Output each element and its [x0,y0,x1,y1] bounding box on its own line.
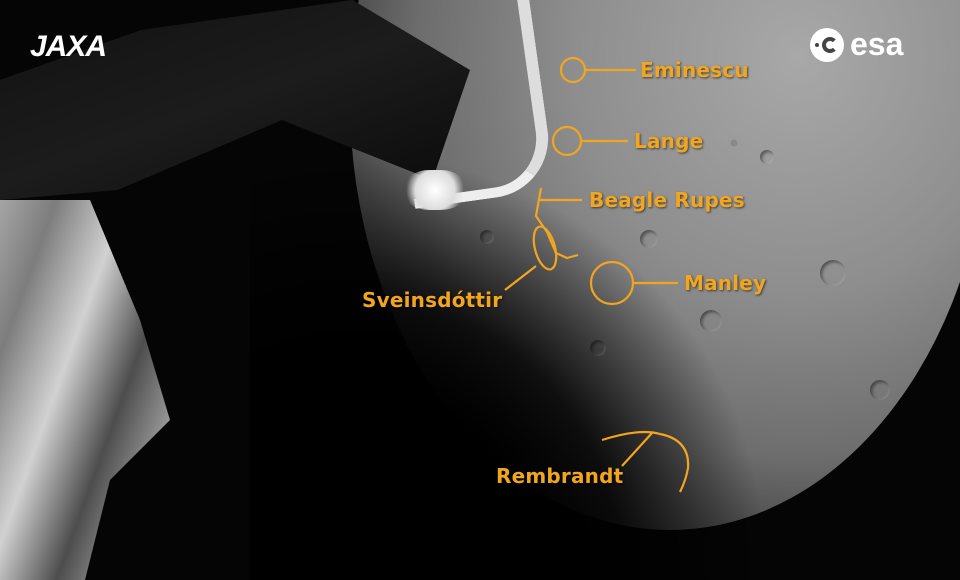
label-beagle-rupes: Beagle Rupes [589,188,745,212]
eminescu-marker [559,56,587,84]
beagle-rupes-trace [534,187,579,260]
label-sveinsdottir: Sveinsdóttir [362,288,503,312]
label-eminescu: Eminescu [640,58,749,82]
label-rembrandt: Rembrandt [496,464,624,488]
esa-wordmark: esa [850,26,904,62]
manley-marker [589,260,635,306]
sveinsdottir-marker [532,225,558,271]
spacecraft-highlight [405,170,465,210]
label-lange: Lange [634,129,704,153]
esa-emblem-icon [810,27,844,62]
esa-logo: esa [810,26,903,63]
lange-marker [551,125,583,157]
night-side-shadow [250,150,770,580]
label-manley: Manley [684,271,767,295]
jaxa-logo: JAXA [30,30,107,63]
rembrandt-arc [601,430,690,493]
